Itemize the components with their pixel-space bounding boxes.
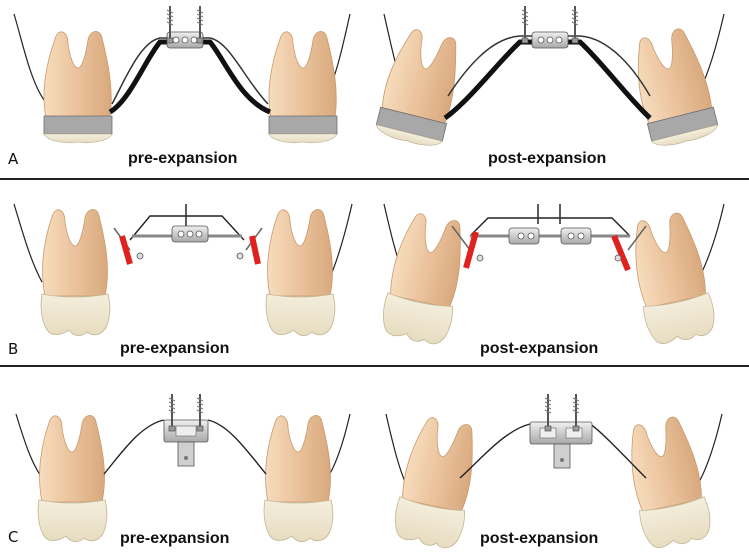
molar-left — [38, 415, 107, 541]
panel-b-letter: B — [8, 340, 18, 358]
mini-screw-left — [522, 6, 528, 43]
expansion-screw-opened — [530, 422, 592, 468]
panel-c-pre-expansion-label: pre-expansion — [120, 530, 229, 548]
panel-b — [14, 204, 724, 348]
expansion-screw-opened — [532, 32, 568, 48]
red-arm-right — [252, 236, 258, 264]
molar-left-banded — [44, 31, 112, 142]
panel-c — [16, 394, 722, 552]
molar-right-banded — [269, 31, 337, 142]
panel-c-post-expansion-label: post-expansion — [480, 530, 598, 548]
panel-b-post-expansion-illustration — [378, 204, 724, 348]
panel-divider-bc — [0, 365, 749, 367]
molar-right-tipped — [625, 210, 719, 348]
molar-left-tipped — [390, 414, 484, 552]
molar-right — [266, 209, 335, 335]
panel-a-post-expansion-label: post-expansion — [488, 150, 606, 168]
molar-right-tipped — [621, 414, 715, 552]
panel-c-post-expansion-illustration — [386, 394, 722, 552]
panel-c-letter: C — [8, 528, 18, 546]
red-arm-left — [122, 236, 130, 264]
panel-a-pre-expansion-label: pre-expansion — [128, 150, 237, 168]
red-arm-right — [614, 236, 628, 270]
panel-b-post-expansion-label: post-expansion — [480, 340, 598, 358]
panel-c-pre-expansion-illustration — [16, 394, 350, 542]
molar-right-banded-tipped — [627, 25, 720, 149]
mini-screw-right — [572, 6, 578, 43]
molar-left-tipped — [378, 210, 472, 348]
panel-divider-ab — [0, 178, 749, 180]
panel-a-post-expansion-illustration — [374, 6, 724, 150]
molar-right — [264, 415, 333, 541]
panel-b-pre-expansion-illustration — [14, 204, 352, 336]
expansion-screw — [172, 226, 208, 242]
molar-left — [41, 209, 110, 335]
panel-a-letter: A — [8, 150, 18, 168]
panel-a-pre-expansion-illustration — [14, 6, 350, 143]
panel-a — [14, 6, 724, 150]
panel-b-pre-expansion-label: pre-expansion — [120, 340, 229, 358]
